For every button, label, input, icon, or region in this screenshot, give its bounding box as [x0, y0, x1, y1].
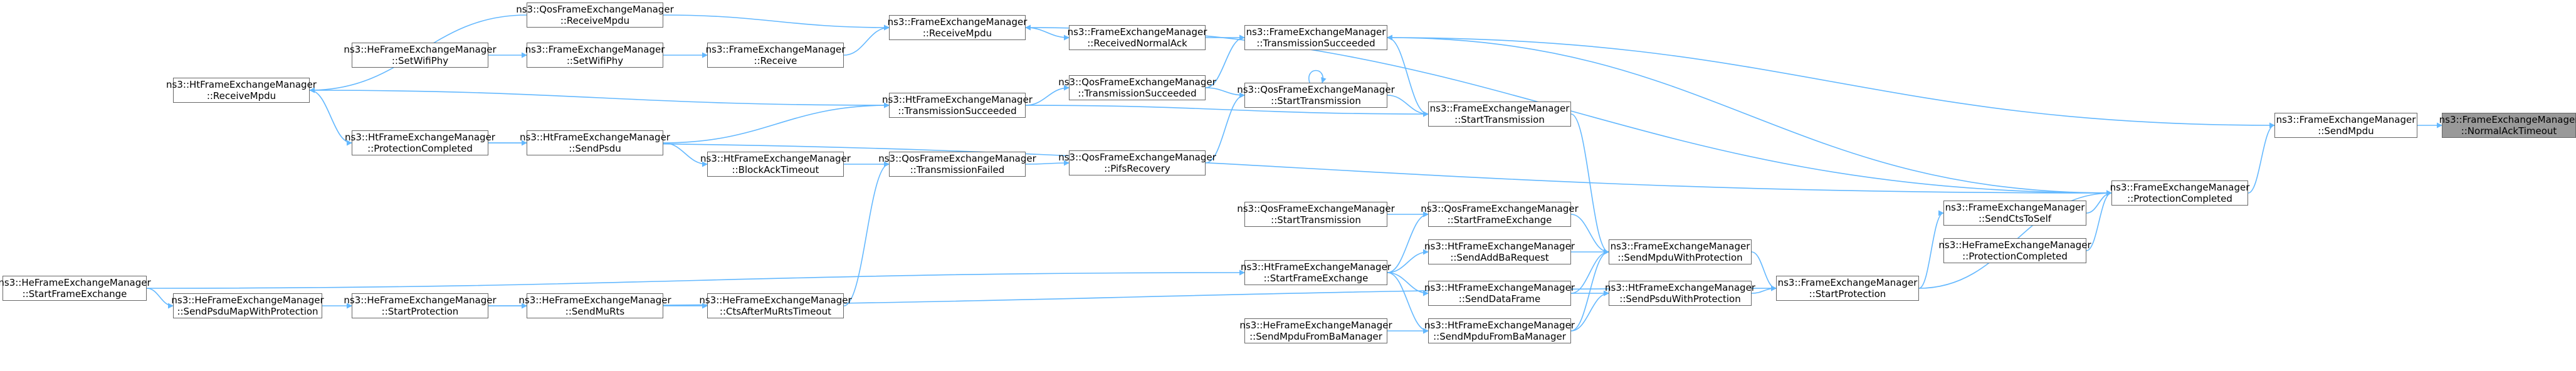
node-htframeexchangemanager-sendpsdu[interactable]: ns3::HtFrameExchangeManager::SendPsdu	[520, 130, 670, 155]
call-edge	[1387, 34, 2112, 194]
call-edge	[663, 102, 890, 144]
call-edge	[309, 90, 890, 108]
call-edge	[146, 288, 174, 309]
node-qosframeexchangemanager-receivempdu[interactable]: ns3::QosFrameExchangeManager::ReceiveMpd…	[516, 3, 674, 28]
call-edge	[1387, 249, 1429, 273]
call-edge	[843, 161, 890, 306]
call-edge	[1025, 27, 1070, 41]
call-edge	[1387, 95, 1429, 117]
node-heframeexchangemanager-startprotection[interactable]: ns3::HeFrameExchangeManager::StartProtec…	[344, 293, 497, 318]
call-edge	[1025, 160, 1070, 166]
call-edge	[663, 142, 708, 167]
node-frameexchangemanager-receive[interactable]: ns3::FrameExchangeManager::Receive	[705, 43, 846, 68]
node-frameexchangemanager-startprotection[interactable]: ns3::FrameExchangeManager::StartProtecti…	[1776, 276, 1919, 301]
node-htframeexchangemanager-transmissionsucceeded[interactable]: ns3::HtFrameExchangeManager::Transmissio…	[882, 93, 1033, 118]
node-qosframeexchangemanager-startframeexchange[interactable]: ns3::QosFrameExchangeManager::StartFrame…	[1421, 202, 1579, 227]
node-frameexchangemanager-sendmpdu[interactable]: ns3::FrameExchangeManager::SendMpdu	[2274, 113, 2417, 138]
node-htframeexchangemanager-blockacktimeout[interactable]: ns3::HtFrameExchangeManager::BlockAckTim…	[700, 152, 851, 177]
call-edge	[843, 24, 890, 56]
call-edge	[1025, 85, 1070, 106]
node-frameexchangemanager-sendmpduwithprotection[interactable]: ns3::FrameExchangeManager::SendMpduWithP…	[1609, 239, 1752, 264]
call-edge	[146, 269, 1245, 289]
call-edge	[1387, 211, 1429, 273]
node-heframeexchangemanager-protectioncompleted[interactable]: ns3::HeFrameExchangeManager::ProtectionC…	[1938, 238, 2091, 263]
call-edge	[1025, 105, 1429, 117]
node-htframeexchangemanager-startframeexchange[interactable]: ns3::HtFrameExchangeManager::StartFrameE…	[1241, 260, 1391, 285]
call-edge	[1205, 92, 1245, 164]
node-qosframeexchangemanager-pifsrecovery[interactable]: ns3::QosFrameExchangeManager::PifsRecove…	[1058, 150, 1216, 175]
call-edge	[1387, 272, 1429, 296]
call-edge	[309, 90, 352, 146]
node-heframeexchangemanager-startframeexchange[interactable]: ns3::HeFrameExchangeManager::StartFrameE…	[0, 276, 151, 301]
call-edge	[1570, 249, 1609, 294]
node-htframeexchangemanager-sendpsduwithprotection[interactable]: ns3::HtFrameExchangeManager::SendPsduWit…	[1605, 281, 1755, 306]
node-htframeexchangemanager-sendmpdufrombamanager[interactable]: ns3::HtFrameExchangeManager::SendMpduFro…	[1424, 318, 1575, 343]
call-edge	[663, 14, 890, 31]
node-htframeexchangemanager-protectioncompleted[interactable]: ns3::HtFrameExchangeManager::ProtectionC…	[345, 130, 495, 155]
node-heframeexchangemanager-sendmurts[interactable]: ns3::HeFrameExchangeManager::SendMuRts	[518, 293, 671, 318]
node-qosframeexchangemanager-transmissionsucceeded[interactable]: ns3::QosFrameExchangeManager::Transmissi…	[1058, 75, 1216, 100]
call-edge	[1918, 210, 1944, 289]
node-frameexchangemanager-protectioncompleted[interactable]: ns3::FrameExchangeManager::ProtectionCom…	[2110, 180, 2250, 206]
call-edge	[1570, 249, 1609, 332]
call-edge	[2247, 122, 2275, 194]
node-frameexchangemanager-receivempdu[interactable]: ns3::FrameExchangeManager::ReceiveMpdu	[887, 15, 1028, 40]
node-qosframeexchangemanager-transmissionfailed[interactable]: ns3::QosFrameExchangeManager::Transmissi…	[878, 152, 1036, 177]
node-frameexchangemanager-starttransmission[interactable]: ns3::FrameExchangeManager::StartTransmis…	[1428, 102, 1571, 127]
node-heframeexchangemanager-sendpsdumapwithprotection[interactable]: ns3::HeFrameExchangeManager::SendPsduMap…	[171, 293, 324, 318]
node-frameexchangemanager-normalacktimeout: ns3::FrameExchangeManager::NormalAckTime…	[2439, 113, 2576, 138]
node-frameexchangemanager-receivednormalack[interactable]: ns3::FrameExchangeManager::ReceivedNorma…	[1067, 25, 1207, 50]
node-htframeexchangemanager-senddataframe[interactable]: ns3::HtFrameExchangeManager::SendDataFra…	[1424, 281, 1575, 306]
call-edge	[488, 142, 2112, 196]
node-htframeexchangemanager-receivempdu[interactable]: ns3::HtFrameExchangeManager::ReceiveMpdu	[166, 78, 317, 103]
node-qosframeexchangemanager-starttransmission-b[interactable]: ns3::QosFrameExchangeManager::StartTrans…	[1237, 83, 1395, 108]
node-heframeexchangemanager-ctsaftermurtstimeout[interactable]: ns3::HeFrameExchangeManager::CtsAfterMuR…	[699, 293, 852, 318]
call-edge	[1387, 37, 1429, 117]
node-frameexchangemanager-setwifiphy[interactable]: ns3::FrameExchangeManager::SetWifiPhy	[525, 43, 665, 68]
call-edge	[1570, 290, 1609, 332]
node-heframeexchangemanager-sendmpdufrombamanager[interactable]: ns3::HeFrameExchangeManager::SendMpduFro…	[1239, 318, 1392, 343]
call-edge	[488, 285, 1777, 306]
node-qosframeexchangemanager-starttransmission-a[interactable]: ns3::QosFrameExchangeManager::StartTrans…	[1237, 202, 1395, 227]
call-edge	[1387, 272, 1429, 334]
node-heframeexchangemanager-setwifiphy[interactable]: ns3::HeFrameExchangeManager::SetWifiPhy	[344, 43, 497, 68]
node-frameexchangemanager-transmissionsucceeded[interactable]: ns3::FrameExchangeManager::TransmissionS…	[1244, 25, 1387, 50]
call-edge	[1387, 34, 2275, 126]
node-frameexchangemanager-sendctstoself[interactable]: ns3::FrameExchangeManager::SendCtsToSelf	[1943, 201, 2086, 226]
node-htframeexchangemanager-sendaddbarequest[interactable]: ns3::HtFrameExchangeManager::SendAddBaRe…	[1424, 239, 1575, 264]
call-edge	[1308, 70, 1327, 83]
